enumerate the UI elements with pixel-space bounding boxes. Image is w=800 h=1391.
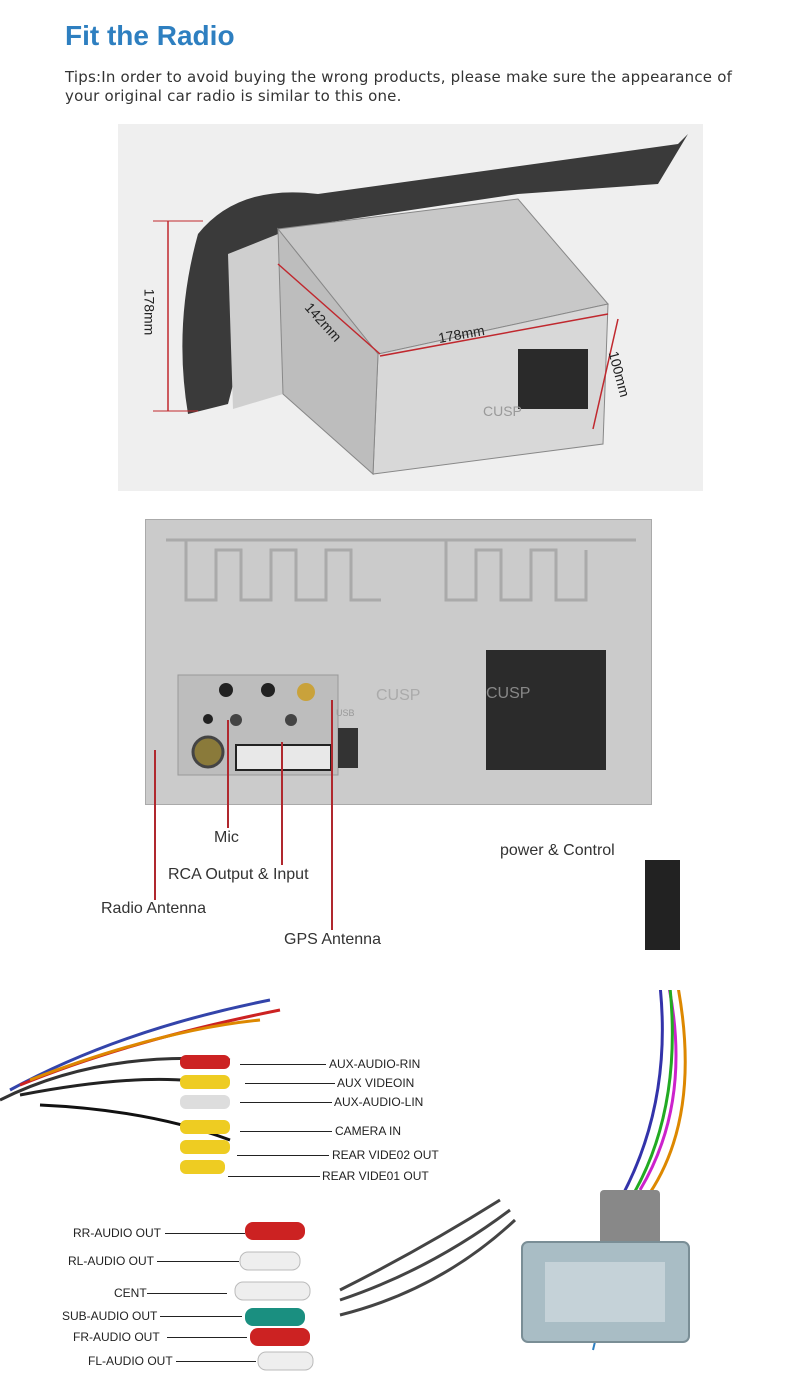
leader-line [147, 1293, 227, 1294]
height-dimension: 178mm [141, 288, 158, 336]
leader-line [240, 1064, 326, 1065]
brand-logo: CUSP [376, 687, 420, 704]
rca-label-cent: CENT [114, 1286, 147, 1300]
mic-leader-line [227, 720, 229, 828]
rca-label-rr-audio-out: RR-AUDIO OUT [73, 1226, 161, 1240]
rca-label-aux-videoin: AUX VIDEOIN [337, 1076, 415, 1090]
rca-label-rl-audio-out: RL-AUDIO OUT [68, 1254, 155, 1268]
rca-label-fr-audio-out: FR-AUDIO OUT [73, 1330, 160, 1344]
radio-unit-illustration: CUSP [153, 134, 688, 476]
rca-label-aux-audio-rin: AUX-AUDIO-RIN [329, 1057, 421, 1071]
rca-label-fl-audio-out: FL-AUDIO OUT [88, 1354, 173, 1368]
radio-leader-line [154, 750, 156, 900]
page-title: Fit the Radio [65, 20, 235, 51]
back-panel-photo: CUSP CUSP USB [145, 519, 652, 805]
rca-label-aux-audio-lin: AUX-AUDIO-LIN [334, 1095, 424, 1109]
leader-line [245, 1083, 335, 1084]
rca-label-rear-video2-out: REAR VIDE02 OUT [332, 1148, 439, 1162]
radio-dimension-photo: CUSP 178mm 142mm 178mm 100mm [118, 124, 703, 491]
rca-label-rear-video1-out: REAR VIDE01 OUT [322, 1169, 429, 1183]
rca-label-camera-in: CAMERA IN [335, 1124, 402, 1138]
connector-plug [645, 860, 680, 950]
mic-label: Mic [214, 829, 239, 846]
gps-antenna-label: GPS Antenna [284, 931, 381, 948]
leader-line [237, 1155, 329, 1156]
wiring-harness-illustration [0, 990, 690, 1371]
brand-logo: CUSP [486, 685, 530, 702]
leader-line [176, 1361, 256, 1362]
leader-line [228, 1176, 320, 1177]
leader-line [160, 1316, 242, 1317]
leader-line [167, 1337, 247, 1338]
tips-text: Tips:In order to avoid buying the wrong … [65, 68, 733, 105]
power-control-label: power & Control [500, 842, 615, 859]
gps-leader-line [331, 700, 333, 930]
brand-logo: CUSP [483, 403, 522, 419]
rca-label-sub-audio-out: SUB-AUDIO OUT [62, 1309, 158, 1323]
leader-line [240, 1102, 332, 1103]
leader-line [165, 1233, 245, 1234]
back-panel-illustration: CUSP CUSP [166, 538, 636, 776]
leader-line [157, 1261, 239, 1262]
leader-line [240, 1131, 332, 1132]
rca-leader-line [281, 742, 283, 865]
radio-antenna-label: Radio Antenna [101, 900, 206, 917]
usb-label: USB [336, 708, 355, 718]
rca-label: RCA Output & Input [168, 866, 309, 883]
